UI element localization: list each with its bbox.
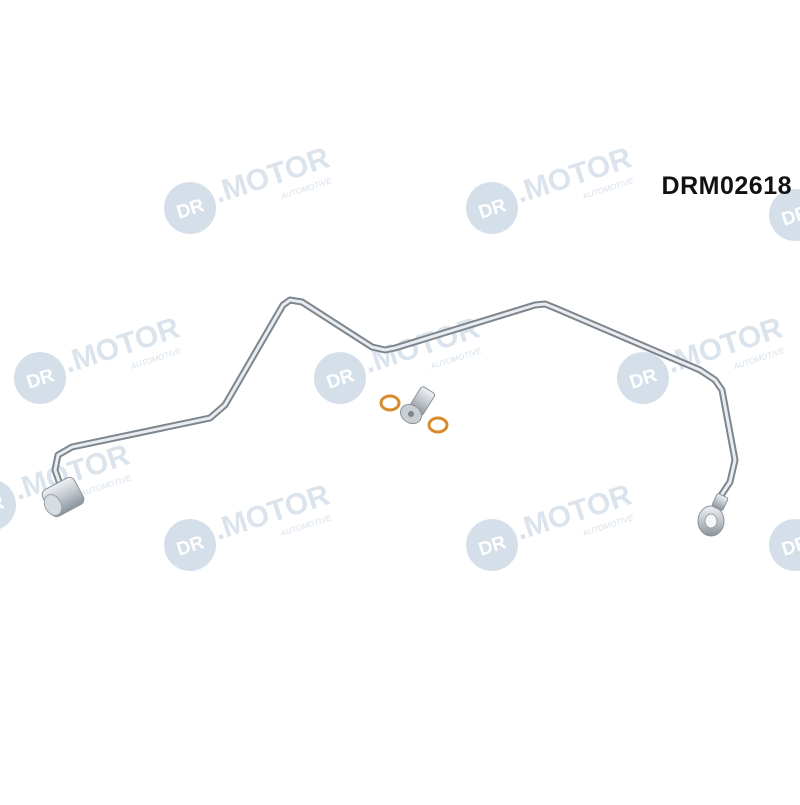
watermark-logo <box>7 307 189 411</box>
pipe-end-fitting-left <box>41 476 85 518</box>
watermark-logo <box>459 474 641 578</box>
part-number: DRM02618 <box>661 172 792 200</box>
watermark-logo <box>459 137 641 241</box>
pipe-end-fitting-right <box>697 493 729 537</box>
watermark-logo <box>762 474 800 578</box>
watermark-logo <box>157 474 339 578</box>
oil-feed-pipe <box>51 296 739 519</box>
watermark-logo <box>157 137 339 241</box>
watermark-logo <box>610 307 792 411</box>
banjo-bolt <box>400 386 436 425</box>
copper-washer <box>427 416 449 434</box>
copper-washer <box>379 394 401 412</box>
